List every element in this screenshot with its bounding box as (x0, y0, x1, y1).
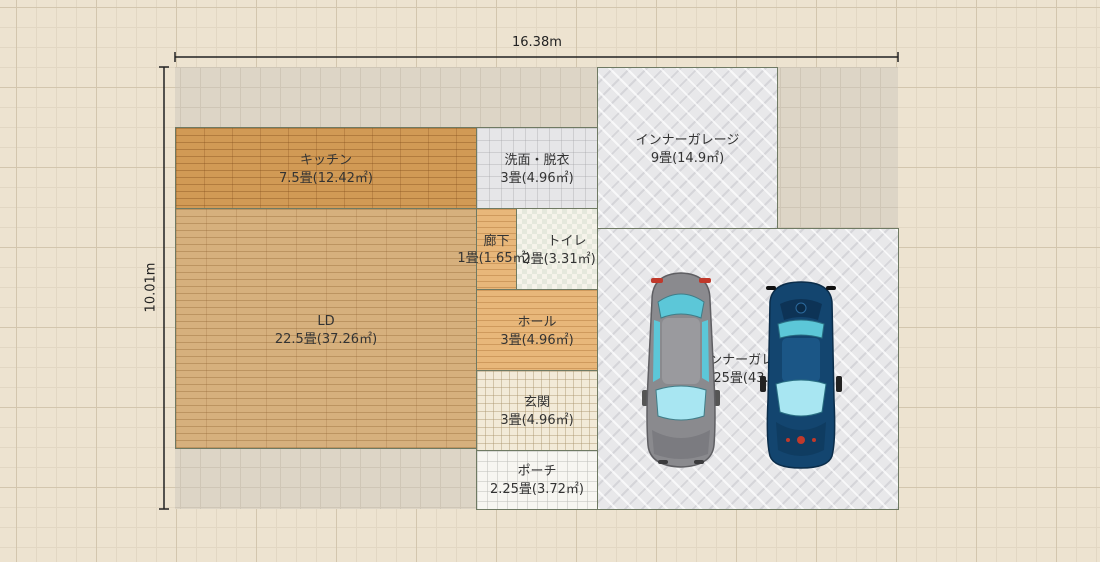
room-porch[interactable]: ポーチ 2.25畳(3.72㎡) (476, 450, 598, 510)
room-inner-garage-top[interactable]: インナーガレージ 9畳(14.9㎡) (597, 67, 778, 229)
room-kitchen[interactable]: キッチン 7.5畳(12.42㎡) (175, 127, 477, 209)
room-ld-name: LD (317, 314, 335, 329)
room-toilet-size: 2畳(3.31㎡) (522, 252, 596, 267)
room-porch-name: ポーチ (517, 464, 557, 479)
room-washroom[interactable]: 洗面・脱衣 3畳(4.96㎡) (476, 127, 598, 209)
room-hall[interactable]: ホール 3畳(4.96㎡) (476, 289, 598, 371)
room-washroom-name: 洗面・脱衣 (504, 153, 570, 168)
room-kitchen-name: キッチン (299, 153, 352, 168)
room-corridor-size: 1畳(1.65㎡) (457, 251, 531, 266)
room-toilet-name: トイレ (547, 234, 587, 249)
room-entrance-name: 玄関 (523, 395, 550, 410)
room-corridor[interactable]: 廊下 (476, 208, 517, 290)
room-kitchen-size: 7.5畳(12.42㎡) (278, 171, 374, 186)
room-inner-garage-top-name: インナーガレージ (635, 133, 740, 148)
width-dimension-label: 16.38m (512, 35, 562, 50)
car-grey-icon (642, 272, 720, 468)
room-toilet[interactable]: トイレ 2畳(3.31㎡) (516, 208, 598, 290)
room-ld-size: 22.5畳(37.26㎡) (274, 332, 378, 347)
height-dimension-label: 10.01m (143, 262, 159, 313)
room-entrance-size: 3畳(4.96㎡) (500, 413, 574, 428)
room-inner-garage-main[interactable]: インナーガレージ 26.25畳(43.47㎡) (597, 228, 899, 510)
room-washroom-size: 3畳(4.96㎡) (500, 171, 574, 186)
room-entrance[interactable]: 玄関 3畳(4.96㎡) (476, 370, 598, 451)
room-ld[interactable]: LD 22.5畳(37.26㎡) (175, 208, 477, 449)
room-corridor-name: 廊下 (483, 234, 510, 249)
room-porch-size: 2.25畳(3.72㎡) (489, 482, 585, 497)
room-inner-garage-top-size: 9畳(14.9㎡) (650, 151, 725, 166)
room-hall-name: ホール (517, 315, 557, 330)
car-blue-icon (760, 281, 842, 469)
room-hall-size: 3畳(4.96㎡) (500, 333, 574, 348)
